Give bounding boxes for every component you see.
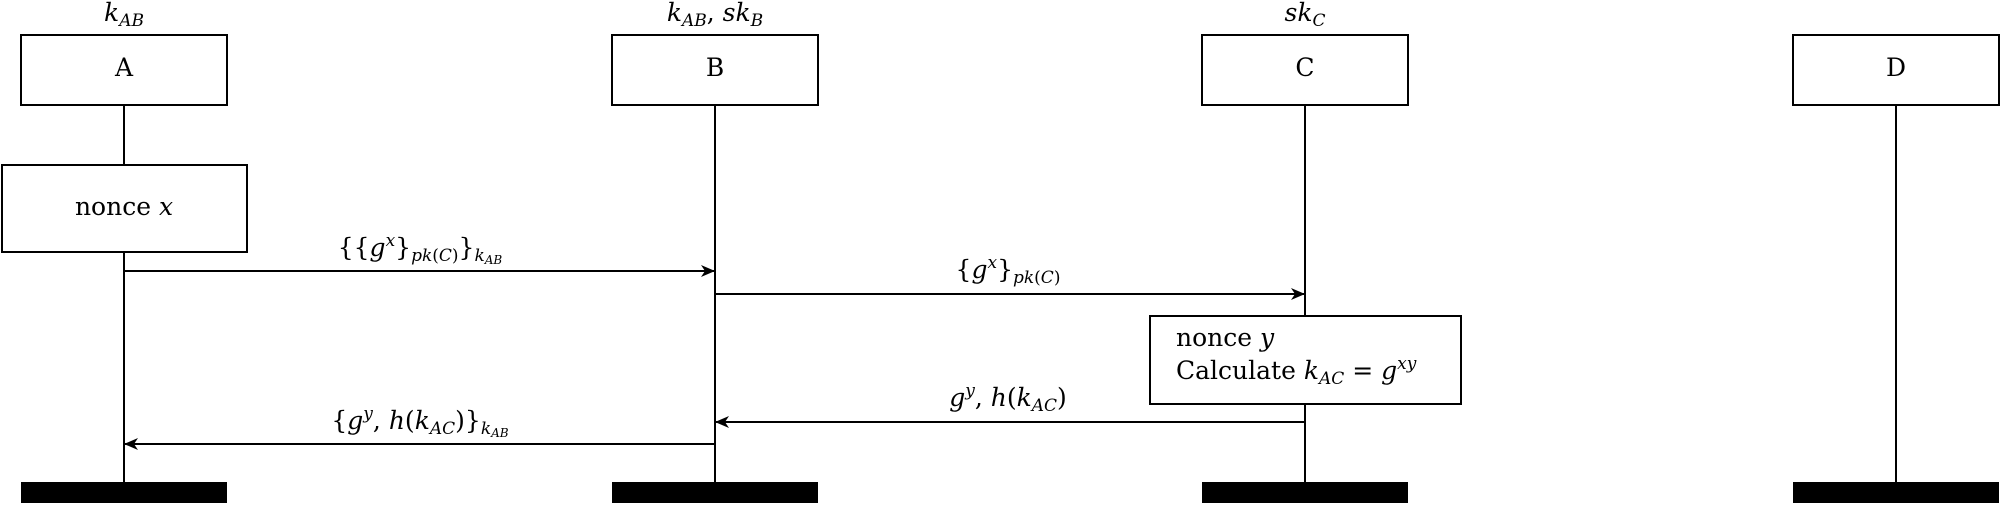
lifeline-end-b [612,482,818,503]
participant-name-a: A [114,53,134,82]
lifeline-end-d [1793,482,1999,503]
message-label-4: {gy, h(kAC)}kAB [331,404,508,440]
action-box-nonce-y-line-2: Calculate kAC = gxy [1176,354,1417,389]
participant-name-d: D [1886,53,1906,82]
participant-box-c [1201,34,1409,106]
participant-box-d [1792,34,2000,106]
participant-box-a [20,34,228,106]
message-label-2: {gx}pk(C) [956,253,1061,288]
message-label-3: gy, h(kAC) [949,381,1067,416]
message-label-1: {{gx}pk(C)}kAB [338,231,503,267]
knowledge-label-a: kAB [104,0,144,31]
lifeline-end-a [21,482,227,503]
knowledge-label-b: kAB, skB [667,0,763,31]
knowledge-label-c: skC [1285,0,1326,31]
participant-box-b [611,34,819,106]
action-box-nonce-x-text: nonce x [75,192,173,221]
participant-name-b: B [706,53,724,82]
action-box-nonce-y [1149,315,1462,405]
lifeline-end-c [1202,482,1408,503]
participant-name-c: C [1295,53,1314,82]
action-box-nonce-x [1,164,248,253]
action-box-nonce-y-line-1: nonce y [1176,323,1275,352]
